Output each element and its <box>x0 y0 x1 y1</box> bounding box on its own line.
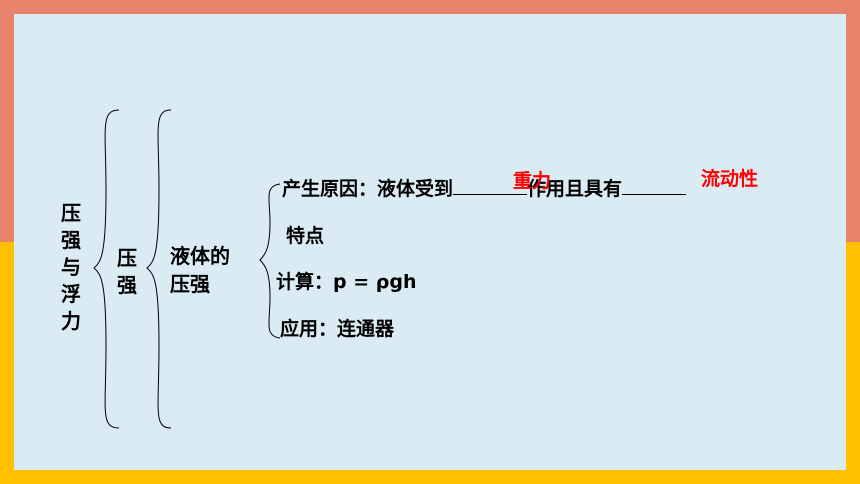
answer-fluidity: 流动性 <box>701 168 759 190</box>
inner-title-line1: 液体的 <box>170 244 230 268</box>
characteristics-label: 特点 <box>286 225 325 247</box>
cause-line: 产生原因：液体受到 作用且具有 <box>282 178 687 200</box>
cause-middle: 作用且具有 <box>527 178 623 200</box>
outer-brace <box>93 109 120 429</box>
cause-prefix: 产生原因：液体受到 <box>282 178 454 200</box>
middle-title: 压强 <box>117 246 137 297</box>
content-panel <box>14 14 846 470</box>
outer-title: 压强与浮力 <box>61 201 81 333</box>
inner-title-line2: 压强 <box>170 272 210 296</box>
blank-1[interactable] <box>453 178 528 195</box>
inner-brace <box>259 183 281 339</box>
middle-brace <box>146 109 172 429</box>
blank-2[interactable] <box>622 178 687 195</box>
calculation-line: 计算：p = ρgh <box>276 271 417 293</box>
application-line: 应用：连通器 <box>280 318 395 340</box>
answer-gravity: 重力 <box>513 170 552 192</box>
